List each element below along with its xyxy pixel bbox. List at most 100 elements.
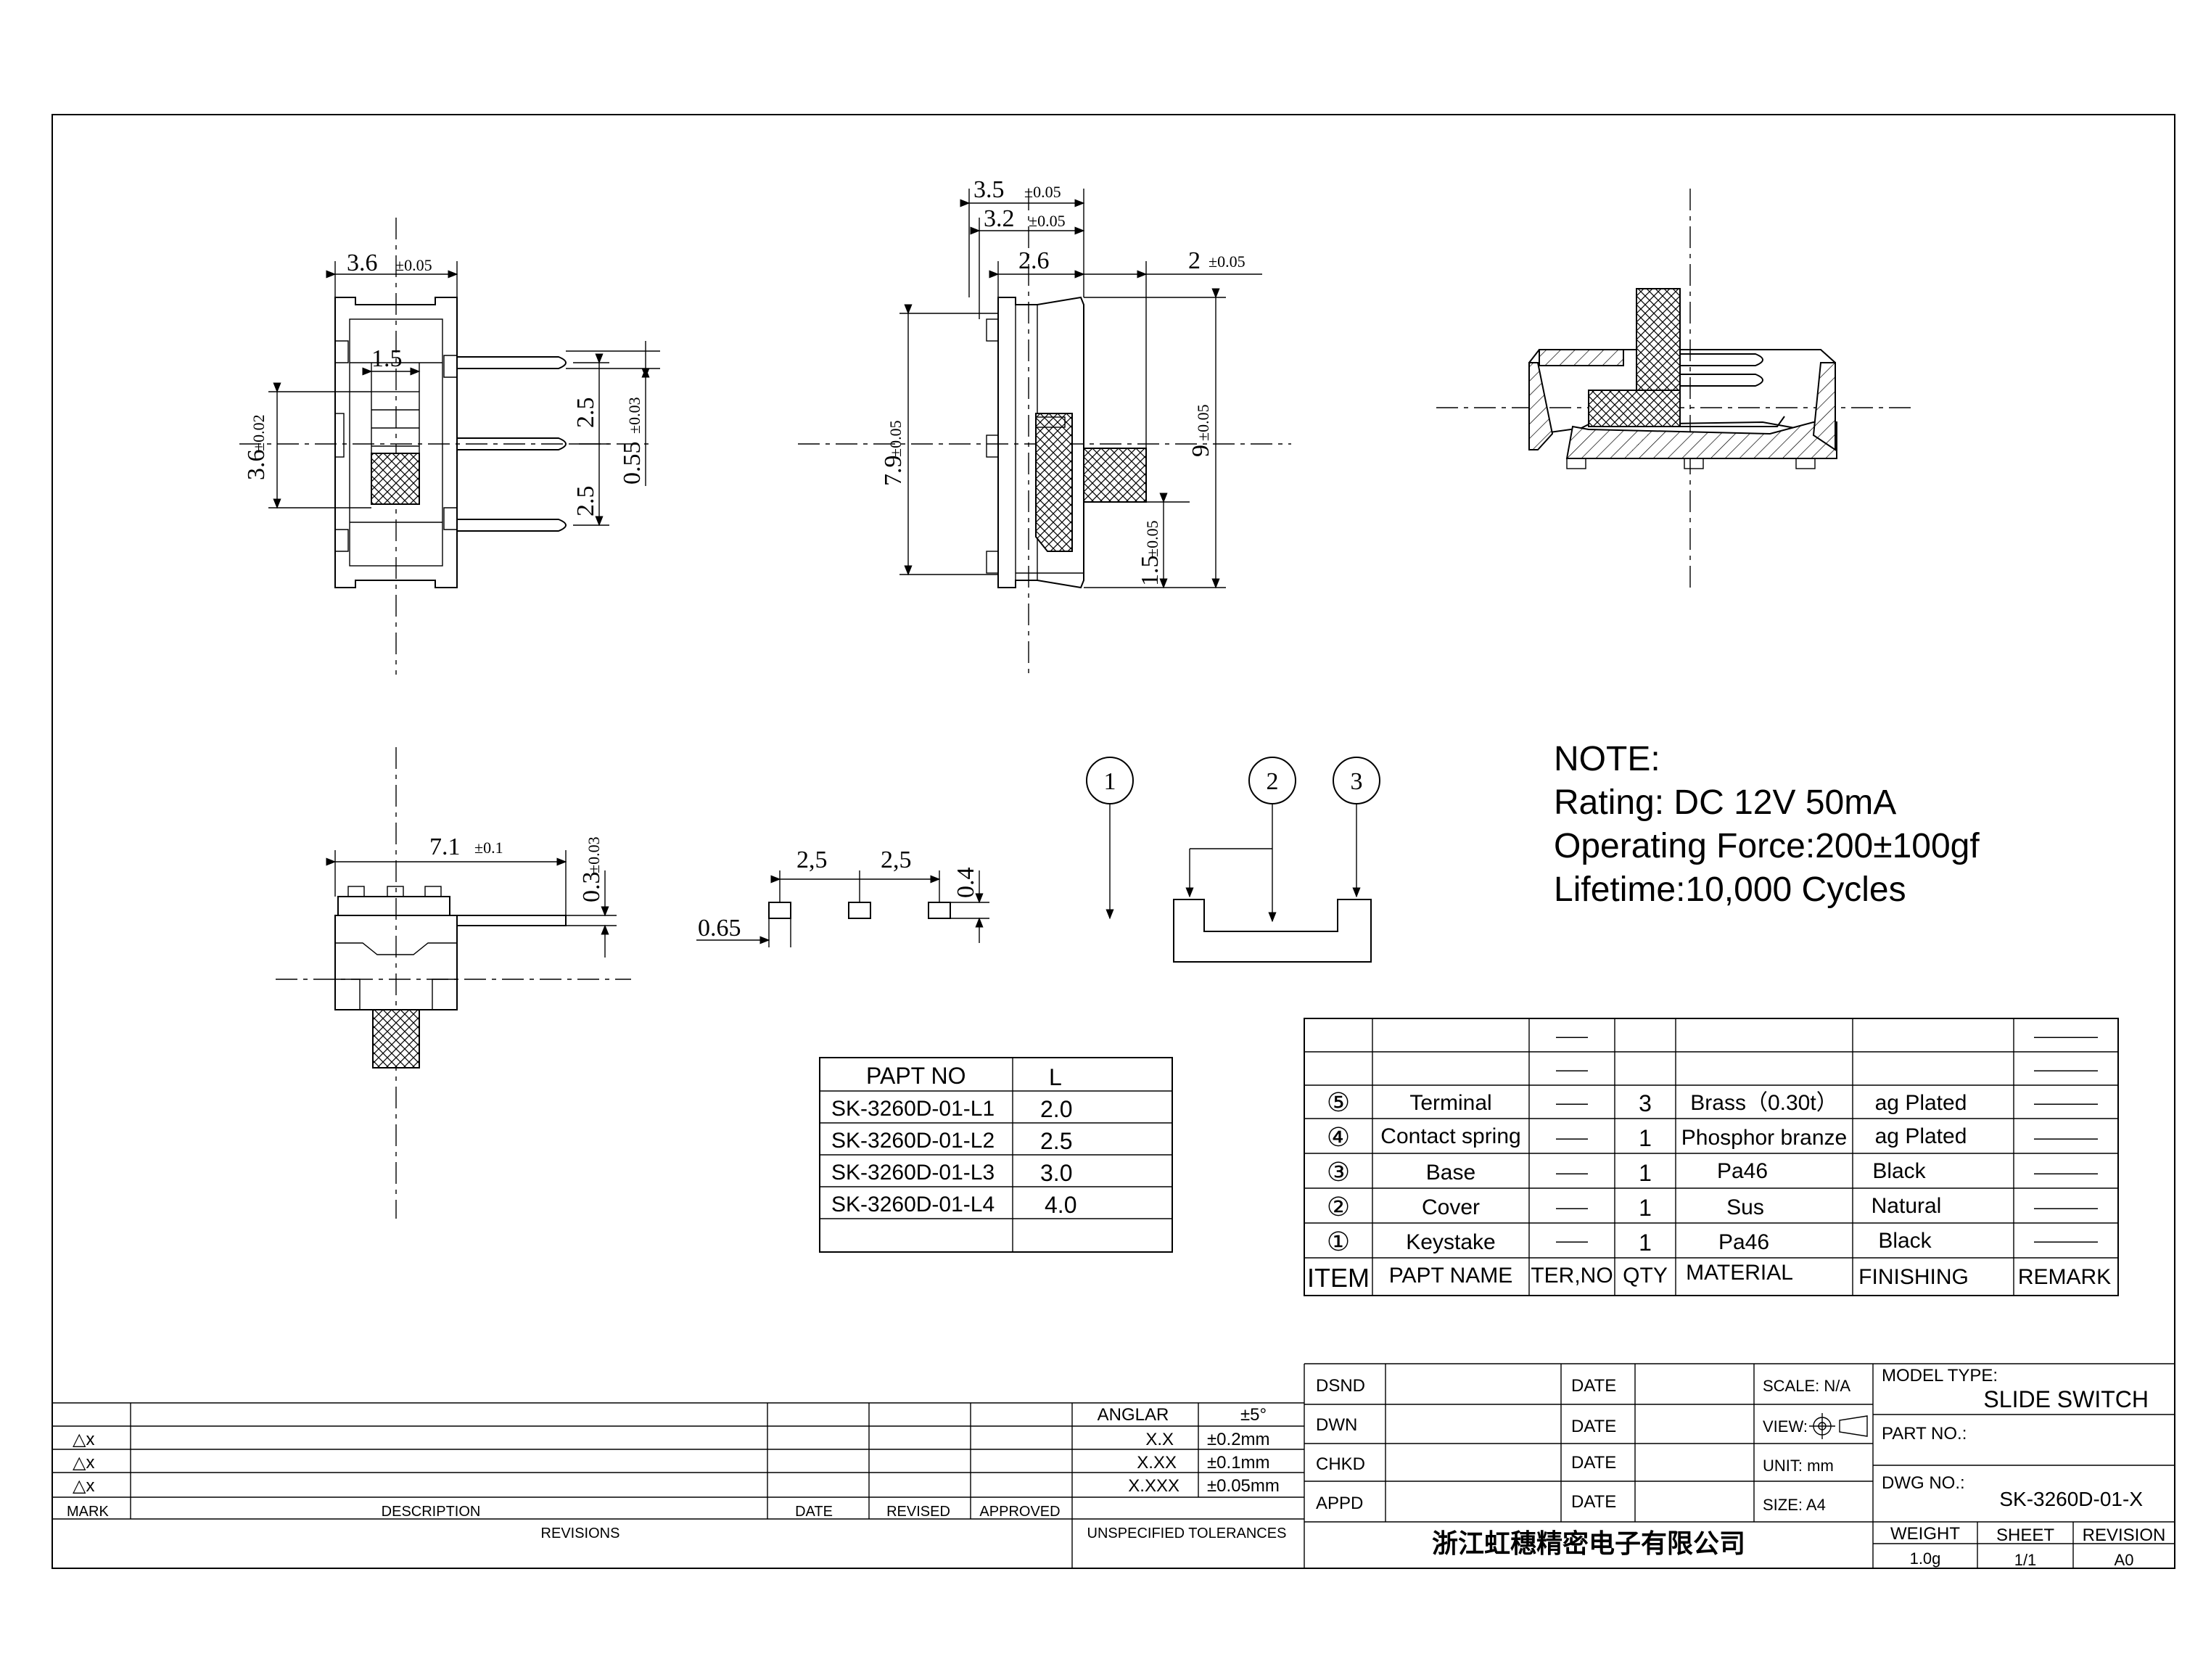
bom-row-4-remark: ———— <box>2034 1129 2098 1147</box>
dim-side-overall-depth-tol: ±0.05 <box>1024 183 1061 201</box>
rev-header-approved: APPROVED <box>979 1504 1060 1520</box>
bom-header-name: PAPT NAME <box>1389 1264 1513 1288</box>
bom-row-6-ter: —— <box>1556 1198 1588 1216</box>
balloon-1-label: 1 <box>1104 768 1116 795</box>
dim-side-body-depth-tol: ±0.05 <box>1029 212 1066 230</box>
projection-symbol-icon <box>1809 1413 1868 1439</box>
bom-row-1-remark: ———— <box>2034 1027 2098 1045</box>
bom-row-4-qty: 1 <box>1639 1125 1652 1151</box>
bom-row-2-ter: —— <box>1556 1061 1588 1079</box>
part-table-header-part-no: PAPT NO <box>866 1063 966 1089</box>
bom-row-7-ter: —— <box>1556 1232 1588 1250</box>
bom-row-4-finishing: ag Plated <box>1875 1124 1967 1148</box>
note-rating: Rating: DC 12V 50mA <box>1554 783 1896 822</box>
rev-footer: REVISIONS <box>541 1525 620 1541</box>
bom-row-7-material: Pa46 <box>1718 1230 1769 1254</box>
tb-revision-label: REVISION <box>2083 1525 2166 1545</box>
tb-unit: UNIT: mm <box>1763 1457 1834 1475</box>
tol-xx-value: ±0.2mm <box>1207 1430 1270 1449</box>
title-block: DSND DATE DWN DATE CHKD DATE APPD DATE S… <box>1304 1363 2175 1569</box>
part-table-row-2-part: SK-3260D-01-L2 <box>831 1129 995 1153</box>
bom-row-3-name: Terminal <box>1409 1091 1491 1115</box>
bom-row-6-name: Cover <box>1422 1195 1480 1219</box>
tol-xxxx-value: ±0.05mm <box>1207 1476 1280 1496</box>
tb-appd-date-label: DATE <box>1571 1492 1616 1512</box>
rev-mark-3: △x <box>73 1476 94 1496</box>
dim-side-overall-length: 9 <box>1187 445 1214 457</box>
bom-row-7-finishing: Black <box>1878 1229 1932 1253</box>
bom-row-4-material: Phosphor branze <box>1681 1126 1848 1150</box>
tol-angular-label: ANGLAR <box>1098 1405 1169 1425</box>
tb-dwn-date-label: DATE <box>1571 1417 1616 1436</box>
part-table-row-1-l: 2.0 <box>1040 1096 1072 1122</box>
tb-dwg-no-label: DWG NO.: <box>1882 1473 1965 1493</box>
bom-row-5-finishing: Black <box>1872 1159 1926 1183</box>
dim-side-actuator-length-tol: ±0.05 <box>1209 252 1246 271</box>
tol-xx-label: X.X <box>1145 1430 1174 1449</box>
revisions-block: △x △x △x MARK DESCRIPTION DATE REVISED A… <box>52 1364 1305 1568</box>
bom-header-item: ITEM <box>1307 1263 1370 1293</box>
note-operating-force: Operating Force:200±100gf <box>1554 827 1980 865</box>
note-lifetime: Lifetime:10,000 Cycles <box>1554 870 1906 909</box>
tb-appd-label: APPD <box>1316 1494 1363 1513</box>
dim-side-overall-length-tol: ±0.05 <box>1194 404 1212 441</box>
dim-footprint-pitch-2: 2,5 <box>881 847 912 873</box>
section-view <box>1436 189 1915 588</box>
bom-row-4-ter: —— <box>1556 1129 1588 1147</box>
tb-revision: A0 <box>2115 1551 2134 1569</box>
bom-row-1-ter: —— <box>1556 1027 1588 1045</box>
bom-row-3-remark: ———— <box>2034 1094 2098 1112</box>
tol-xxxx-label: X.XXX <box>1128 1476 1179 1496</box>
bom-header-qty: QTY <box>1623 1264 1668 1288</box>
part-table-row-4-l: 4.0 <box>1045 1192 1076 1218</box>
dim-front-pin-thickness-tol: ±0.03 <box>585 836 603 873</box>
note-heading: NOTE: <box>1554 740 1660 778</box>
bom-row-6-material: Sus <box>1726 1195 1764 1219</box>
tb-dwg-no: SK-3260D-01-X <box>1999 1488 2143 1510</box>
bom-row-6-remark: ———— <box>2034 1198 2098 1216</box>
tol-xxx-value: ±0.1mm <box>1207 1453 1270 1473</box>
tb-model-type: SLIDE SWITCH <box>1983 1386 2149 1412</box>
dim-top-height-tol: ±0.02 <box>250 414 268 451</box>
bom-row-6-finishing: Natural <box>1872 1194 1942 1218</box>
dim-side-body-length-tol: ±0.05 <box>886 420 905 457</box>
bom-header-finishing: FINISHING <box>1858 1265 1969 1289</box>
dim-front-length-tol: ±0.1 <box>474 839 503 857</box>
balloon-2-label: 2 <box>1267 768 1279 795</box>
tb-chkd-label: CHKD <box>1316 1454 1365 1474</box>
tb-weight-label: WEIGHT <box>1890 1524 1960 1544</box>
balloon-3-label: 3 <box>1351 768 1363 795</box>
dim-footprint-pitch-1: 2,5 <box>796 847 828 873</box>
tb-sheet: 1/1 <box>2014 1551 2037 1569</box>
sheet-border <box>52 114 2175 1569</box>
part-number-table: PAPT NO L SK-3260D-01-L1 2.0 SK-3260D-01… <box>819 1057 1173 1253</box>
rev-header-revised: REVISED <box>886 1504 950 1520</box>
bom-row-3-qty: 3 <box>1639 1090 1652 1116</box>
bom-row-2-remark: ———— <box>2034 1061 2098 1079</box>
bom-row-7-qty: 1 <box>1639 1230 1652 1256</box>
rev-header-description: DESCRIPTION <box>382 1504 481 1520</box>
tb-model-type-label: MODEL TYPE: <box>1882 1366 1998 1385</box>
tb-dsnd-date-label: DATE <box>1571 1376 1616 1396</box>
note: NOTE: Rating: DC 12V 50mA Operating Forc… <box>1554 740 1980 909</box>
part-table-row-3-part: SK-3260D-01-L3 <box>831 1161 995 1185</box>
dim-top-pitch-upper: 2.5 <box>572 398 599 429</box>
dim-footprint-pad-width: 0.65 <box>698 915 741 942</box>
dim-side-overall-depth: 3.5 <box>973 176 1005 203</box>
bom-row-6-item: ② <box>1327 1192 1350 1222</box>
dim-top-pin-width-tol: ±0.03 <box>625 397 643 434</box>
tb-size: SIZE: A4 <box>1763 1496 1826 1514</box>
tol-footer: UNSPECIFIED TOLERANCES <box>1087 1525 1287 1541</box>
rev-mark-1: △x <box>73 1430 94 1449</box>
dim-top-pin-width: 0.55 <box>619 442 646 485</box>
rev-header-date: DATE <box>795 1504 833 1520</box>
tb-chkd-date-label: DATE <box>1571 1453 1616 1473</box>
dim-top-height: 3.6 <box>243 450 270 481</box>
dim-side-actuator-length: 2 <box>1188 247 1201 274</box>
part-table-row-1-part: SK-3260D-01-L1 <box>831 1097 995 1121</box>
dim-top-width: 3.6 <box>347 250 378 276</box>
front-view: 7.1 ±0.1 0.3 ±0.03 <box>276 747 631 1219</box>
tb-view-label: VIEW: <box>1763 1417 1808 1436</box>
tb-sheet-label: SHEET <box>1996 1525 2054 1545</box>
